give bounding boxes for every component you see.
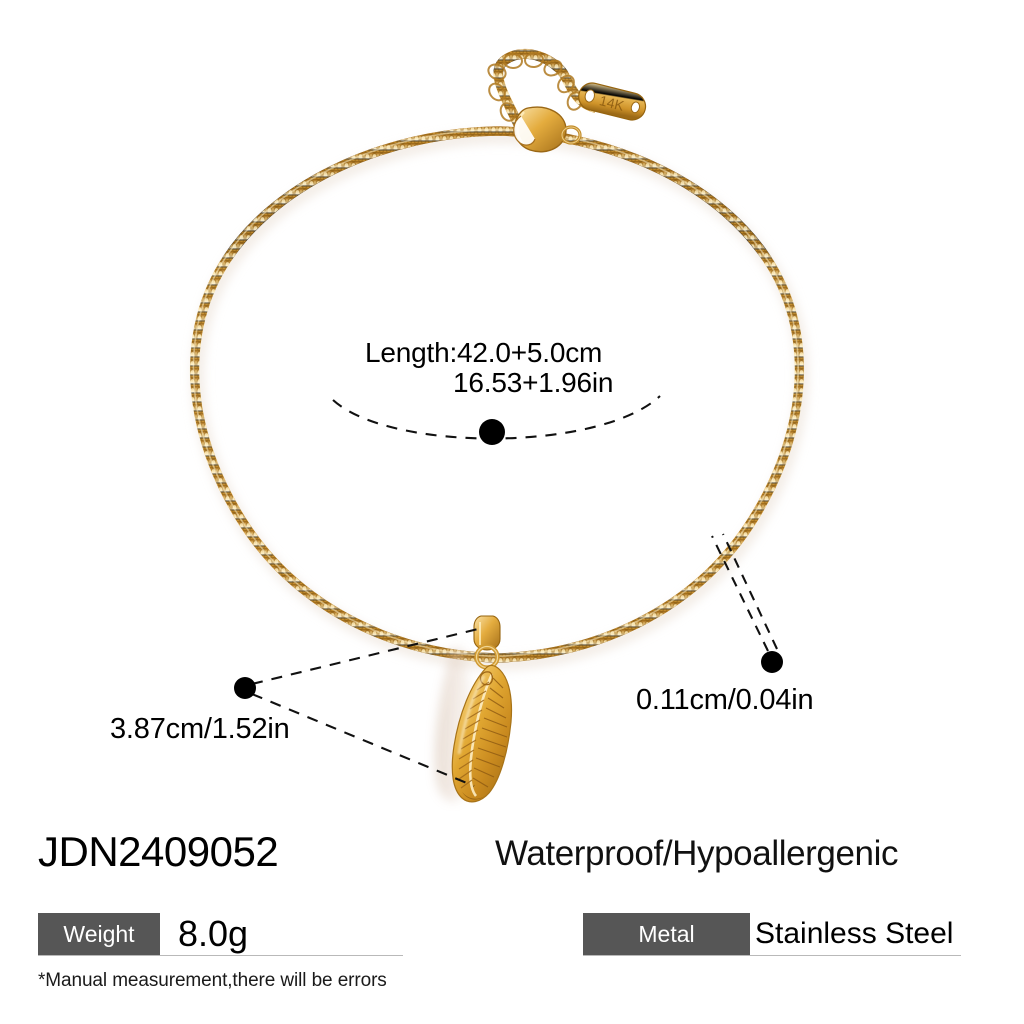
pendant-body <box>451 664 513 803</box>
spec-key-metal: Metal <box>583 913 750 955</box>
spec-value-weight: 8.0g <box>178 913 249 954</box>
chain-leader-inner <box>722 533 778 650</box>
pendant-leader-top <box>251 627 479 686</box>
pendant-texture-right <box>472 677 508 788</box>
spec-row-weight: Weight 8.0g <box>38 913 403 956</box>
chain-size-dot <box>761 651 783 673</box>
measurement-disclaimer: *Manual measurement,there will be errors <box>38 970 387 991</box>
spec-value-metal: Stainless Steel <box>755 917 954 950</box>
lobster-clasp <box>513 106 582 153</box>
pendant-size-dot <box>234 677 256 699</box>
clasp-assembly: 14K <box>487 49 647 153</box>
length-arc-dot <box>479 419 505 445</box>
pendant-tip <box>462 792 486 800</box>
chain-leader-outer <box>711 535 769 652</box>
quality-tag: 14K <box>578 82 647 121</box>
extender-links <box>487 51 584 122</box>
length-label-in: 16.53+1.96in <box>453 367 614 398</box>
pendant-texture-left <box>458 681 490 789</box>
spec-rule-weight <box>38 955 403 956</box>
pendant-leader-bottom <box>251 693 475 787</box>
quality-tag-stamp: 14K <box>598 92 627 114</box>
extender-chain-texture <box>493 49 598 130</box>
spec-rule-metal <box>583 955 961 956</box>
spec-key-weight: Weight <box>38 913 160 955</box>
feather-pendant <box>434 615 513 803</box>
pendant-size-label: 3.87cm/1.52in <box>110 713 290 745</box>
chain-thickness-label: 0.11cm/0.04in <box>636 684 814 716</box>
pendant-highlight <box>457 675 486 755</box>
pendant-rachis <box>468 673 494 797</box>
spec-row-metal: Metal Stainless Steel <box>583 913 961 956</box>
length-label-cm: Length:42.0+5.0cm <box>365 337 603 368</box>
sku-code: JDN2409052 <box>38 828 279 875</box>
feature-label: Waterproof/Hypoallergenic <box>495 834 899 873</box>
pendant-curl <box>479 671 494 686</box>
